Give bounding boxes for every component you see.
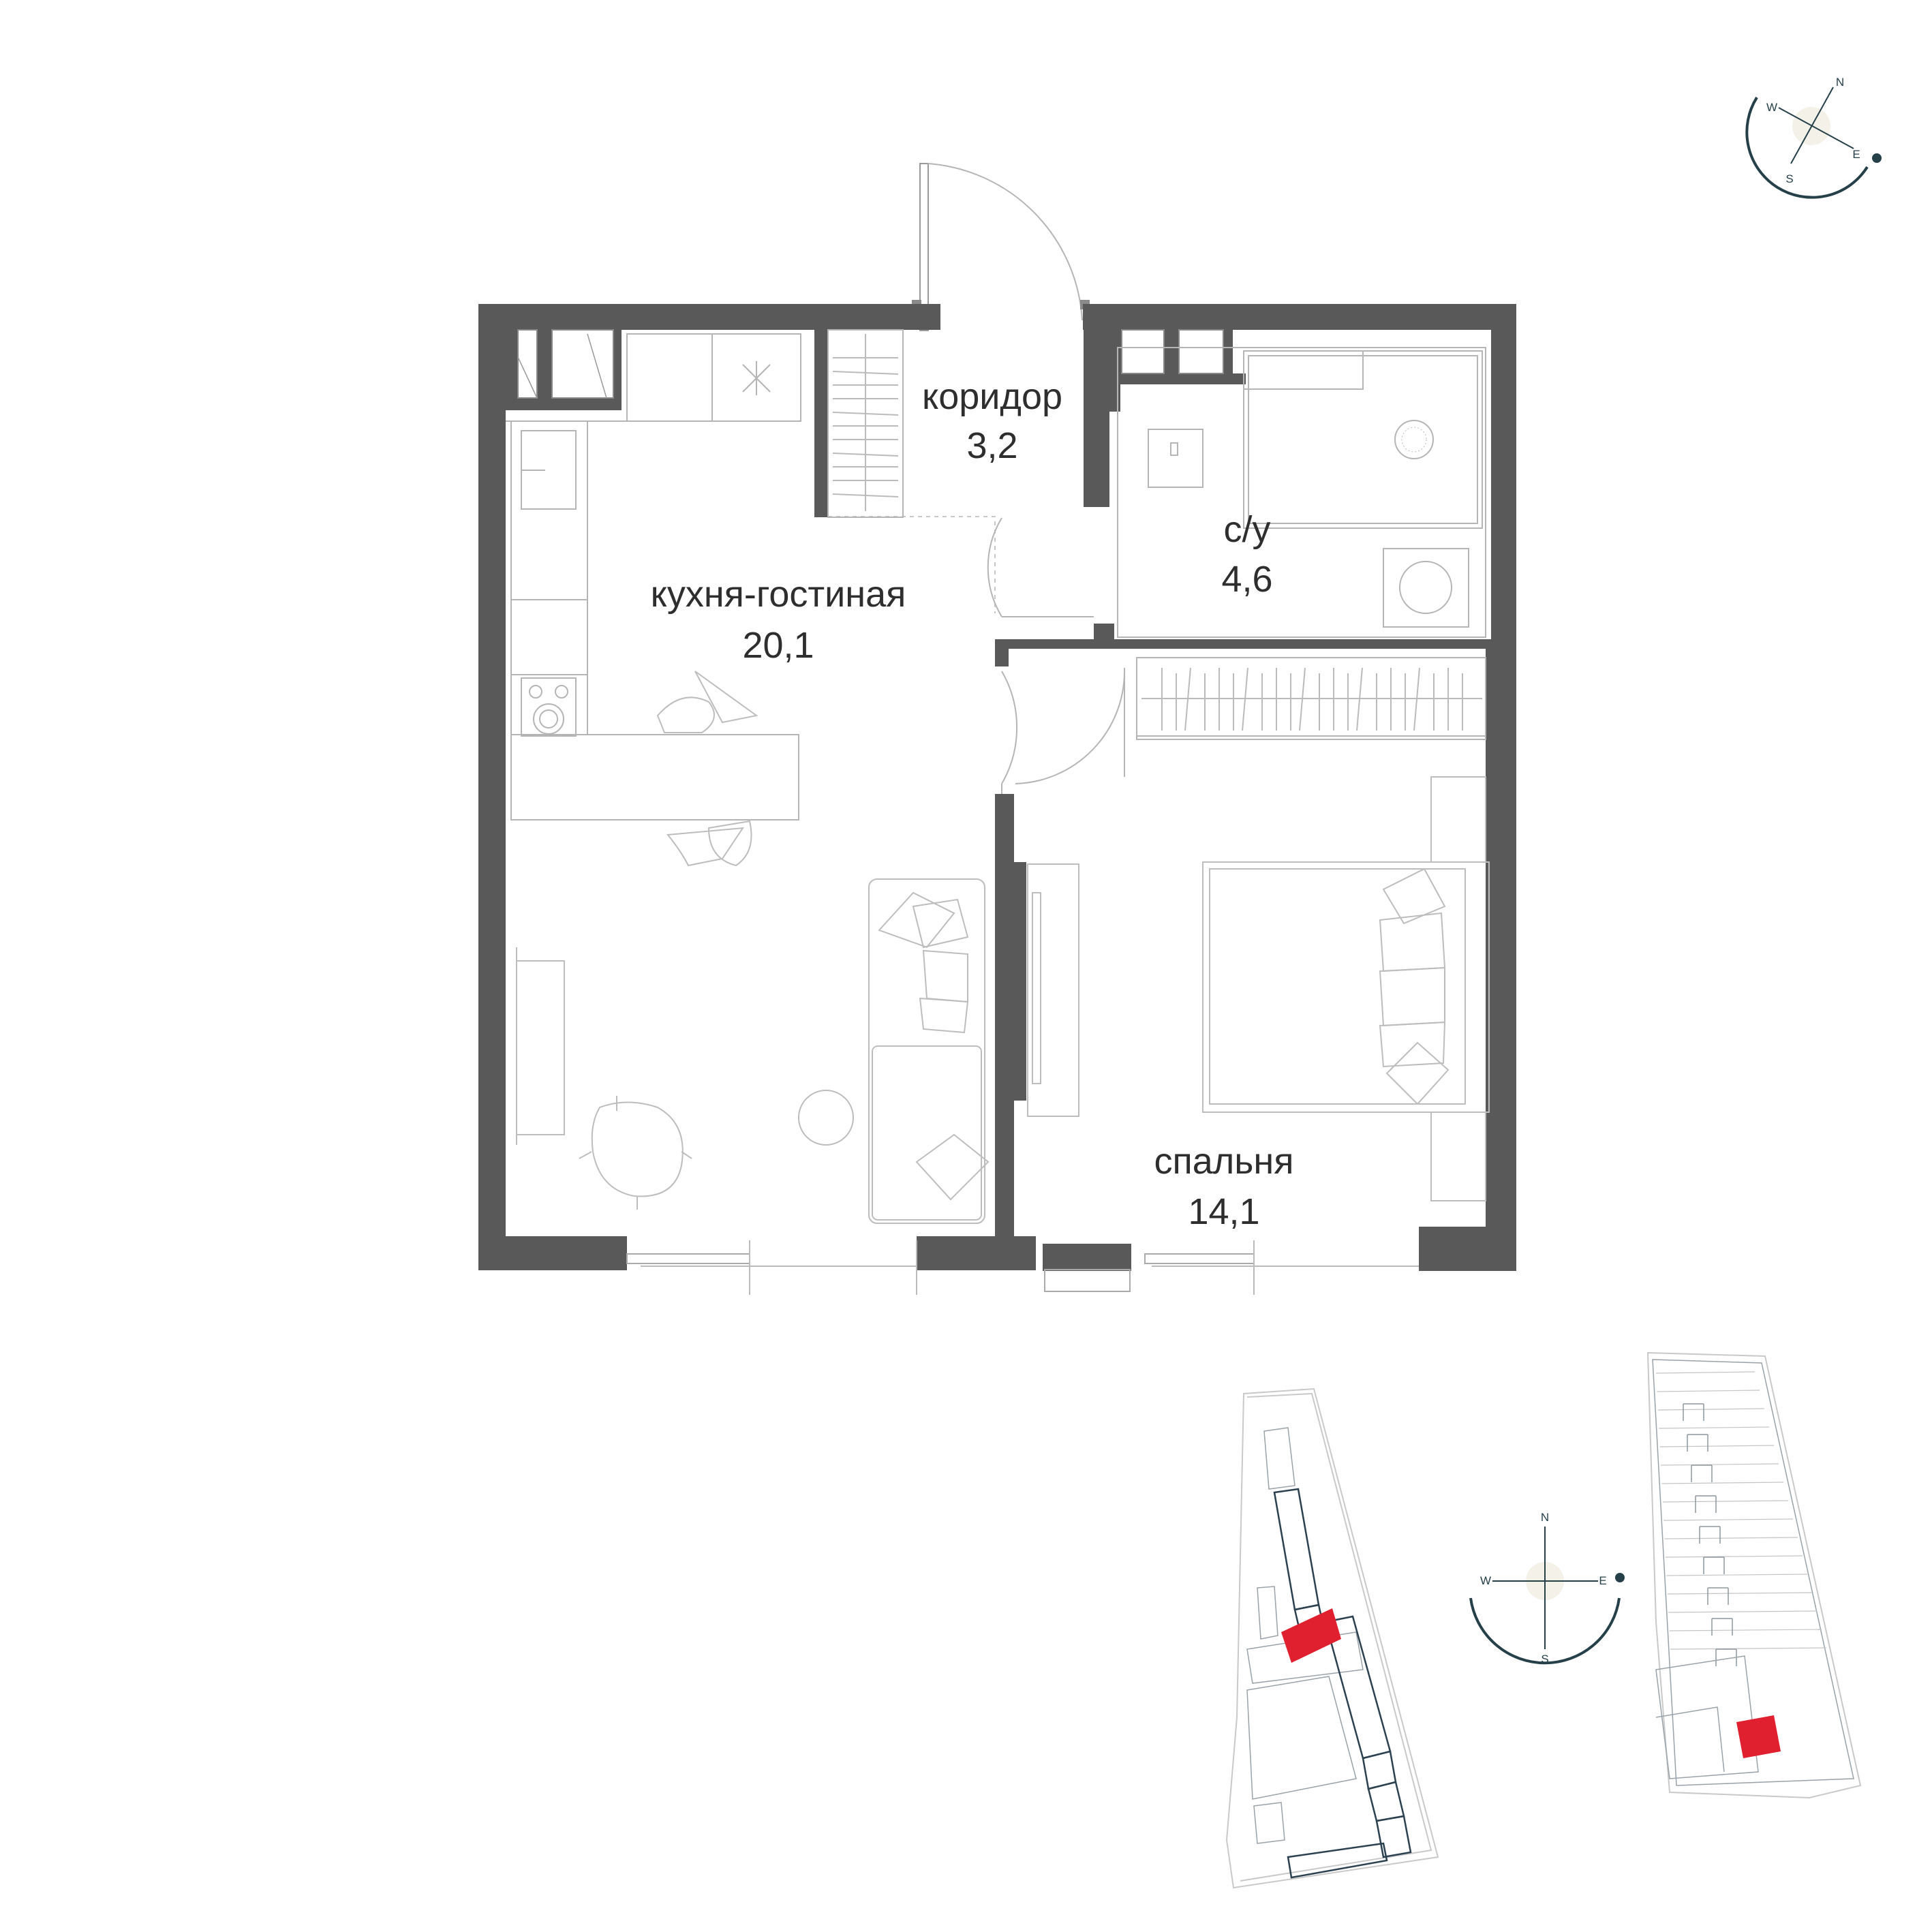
- corridor-area: 3,2: [966, 425, 1017, 466]
- kitchen-living-name: кухня-гостиная: [651, 574, 906, 615]
- hanger-line: [1184, 667, 1191, 731]
- hanger-line: [1413, 667, 1420, 731]
- hanger-line: [1655, 1371, 1755, 1374]
- hanger-line: [832, 493, 899, 497]
- compass-top-dot: [1872, 153, 1882, 163]
- inner-lines: [506, 329, 1486, 821]
- compass-bottom-north: N: [1541, 1511, 1549, 1524]
- bedroom-name: спальня: [1154, 1141, 1294, 1182]
- compass-bottom: N W E S: [1469, 1511, 1625, 1666]
- living-furniture: [516, 671, 990, 1224]
- hanger-line: [1668, 1610, 1818, 1613]
- kitchen-living-area: 20,1: [742, 625, 814, 666]
- hanger-line: [1661, 1482, 1784, 1484]
- compass-bottom-arc: [1469, 1597, 1621, 1665]
- bedroom-area: 14,1: [1188, 1191, 1259, 1232]
- hanger-line: [1242, 667, 1248, 731]
- interior-doors: [987, 517, 1125, 794]
- corridor-name: коридор: [922, 376, 1062, 417]
- bedroom-furniture: [1027, 776, 1490, 1201]
- floor-plan: коридор 3,2 с/у 4,6 кухня-гостиная 20,1 …: [478, 163, 1516, 1295]
- compass-bottom-west: W: [1480, 1574, 1491, 1587]
- compass-top-west: W: [1766, 101, 1777, 114]
- site-highlight: [1281, 1608, 1341, 1663]
- corridor-wardrobe: [832, 334, 899, 511]
- hanger-line: [1666, 1574, 1808, 1576]
- hanger-line: [1657, 1408, 1765, 1411]
- bedroom-wardrobe: [1141, 667, 1482, 731]
- hanger-line: [1670, 1647, 1827, 1650]
- compass-bottom-south: S: [1541, 1653, 1548, 1666]
- keyplan-highlight: [1736, 1715, 1781, 1758]
- hanger-line: [1659, 1426, 1770, 1429]
- site-plan: [1225, 1387, 1439, 1889]
- walls: [478, 304, 1516, 1295]
- compass-top-east: E: [1852, 148, 1860, 161]
- hanger-line: [1659, 1445, 1775, 1447]
- hanger-line: [1664, 1537, 1798, 1539]
- hanger-line: [1667, 1592, 1813, 1595]
- hanger-line: [1356, 667, 1363, 731]
- hanger-line: [1663, 1518, 1794, 1521]
- compass-top-arc: [1745, 96, 1869, 199]
- hanger-line: [832, 371, 899, 375]
- shower-drain: [1394, 420, 1434, 459]
- room-labels: коридор 3,2 с/у 4,6 кухня-гостиная 20,1 …: [651, 376, 1294, 1232]
- hanger-line: [1660, 1463, 1779, 1466]
- bathroom-name: с/у: [1223, 509, 1270, 550]
- hanger-line: [1299, 667, 1306, 731]
- compass-top-south: S: [1785, 172, 1793, 185]
- hanger-line: [832, 412, 899, 416]
- hanger-line: [1657, 1390, 1760, 1392]
- floor-key-plan: [1646, 1351, 1862, 1799]
- hanger-line: [1669, 1629, 1822, 1631]
- keyplan-rooms: [1655, 1371, 1827, 1666]
- hanger-line: [1665, 1555, 1803, 1558]
- compass-bottom-east: E: [1599, 1574, 1606, 1587]
- hanger-line: [832, 453, 899, 457]
- hanger-line: [1662, 1500, 1789, 1503]
- compass-top: N W E S: [1745, 76, 1882, 199]
- compass-bottom-dot: [1615, 1573, 1625, 1582]
- bathroom-area: 4,6: [1221, 559, 1272, 600]
- compass-top-north: N: [1836, 76, 1844, 89]
